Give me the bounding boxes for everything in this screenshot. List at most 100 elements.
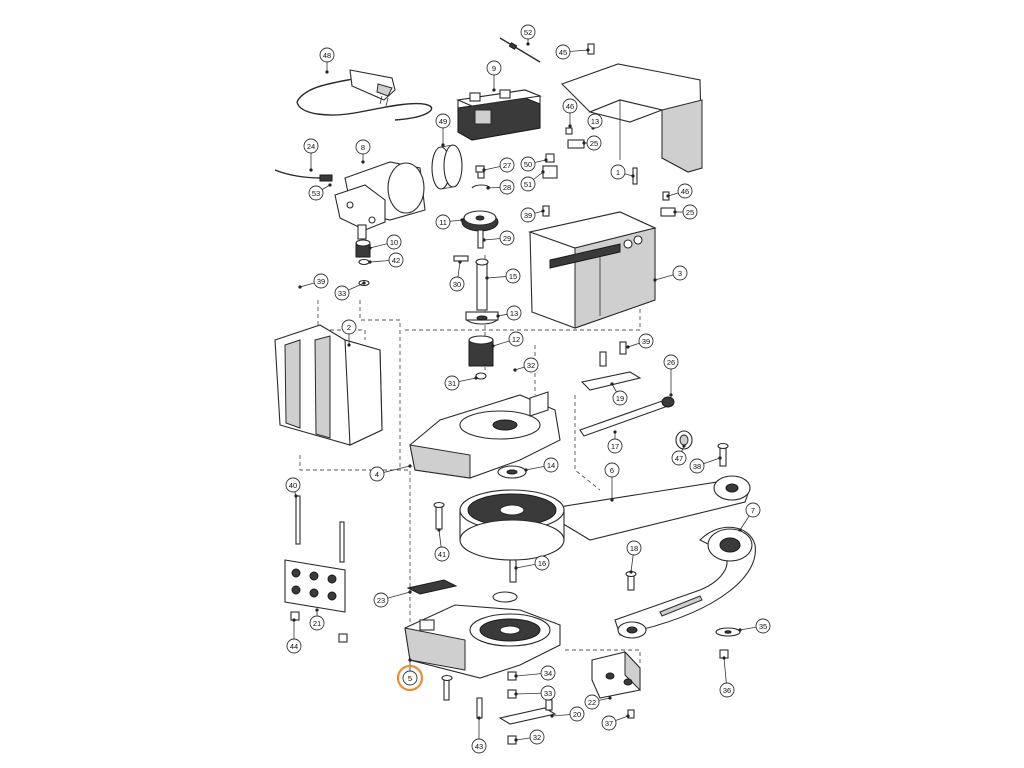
callout-label-20: 20 <box>573 710 581 719</box>
callout-circle <box>520 24 536 40</box>
callout-label-35: 35 <box>759 622 767 631</box>
mounting-plate-part <box>284 495 348 643</box>
callout-anchor-dot <box>458 260 462 264</box>
callout-anchor-dot <box>477 716 481 720</box>
callout-anchor-dot <box>294 494 298 498</box>
callout-circle <box>671 450 687 466</box>
bearing-part <box>497 465 527 479</box>
callout-circle <box>471 738 487 754</box>
callout-anchor-dot <box>718 456 722 460</box>
callout-anchor-dot <box>514 674 518 678</box>
callout-label-14: 14 <box>547 461 555 470</box>
callout-anchor-dot <box>408 464 412 468</box>
callout-label-4: 4 <box>375 470 379 479</box>
callout-circle <box>638 333 654 349</box>
callout-circle <box>523 357 539 373</box>
callout-circle <box>540 685 556 701</box>
callout-anchor-dot <box>474 376 478 380</box>
motor-part <box>274 161 426 240</box>
cable-tie-part <box>499 37 541 63</box>
power-cable-part <box>296 69 433 121</box>
callout-anchor-dot <box>486 186 490 190</box>
callout-label-39: 39 <box>642 337 650 346</box>
callout-label-6: 6 <box>610 466 614 475</box>
callout-anchor-dot <box>526 42 530 46</box>
callout-circle <box>607 438 623 454</box>
callout-circle <box>505 268 521 284</box>
callout-circle <box>587 113 603 129</box>
callout-label-13: 13 <box>510 309 518 318</box>
callout-anchor-dot <box>669 393 673 397</box>
callout-label-27: 27 <box>503 161 511 170</box>
callout-label-8: 8 <box>361 143 365 152</box>
callout-circle <box>755 618 771 634</box>
callout-label-28: 28 <box>503 183 511 192</box>
callout-circle <box>520 176 536 192</box>
callout-anchor-dot <box>482 168 486 172</box>
callout-label-15: 15 <box>509 272 517 281</box>
callout-anchor-dot <box>722 656 726 660</box>
callout-anchor-dot <box>610 498 614 502</box>
axle-bits-part <box>579 341 729 467</box>
callout-label-32: 32 <box>527 361 535 370</box>
callout-label-16: 16 <box>538 559 546 568</box>
callout-circle <box>444 375 460 391</box>
lower-fasteners-part <box>406 501 518 603</box>
callout-anchor-dot <box>586 48 590 52</box>
callout-label-19: 19 <box>616 394 624 403</box>
pinion-gear-part <box>355 239 371 287</box>
callout-circle <box>355 139 371 155</box>
callout-label-43: 43 <box>475 742 483 751</box>
callout-label-31: 31 <box>448 379 456 388</box>
callout-label-46: 46 <box>681 187 689 196</box>
callout-anchor-dot <box>582 141 586 145</box>
drum-arm-part <box>459 475 751 561</box>
callout-circle <box>601 715 617 731</box>
callout-circle <box>506 305 522 321</box>
callout-anchor-dot <box>315 608 319 612</box>
callout-circle <box>486 60 502 76</box>
callout-label-11: 11 <box>439 218 447 227</box>
callout-label-40: 40 <box>289 481 297 490</box>
callout-anchor-dot <box>626 345 630 349</box>
callout-label-51: 51 <box>524 180 532 189</box>
callout-circle <box>610 164 626 180</box>
callout-circle <box>586 135 602 151</box>
callout-label-10: 10 <box>390 238 398 247</box>
callout-anchor-dot <box>408 658 412 662</box>
battery-part <box>456 89 543 141</box>
callout-circle <box>386 234 402 250</box>
callout-circle <box>402 670 418 686</box>
small-fasteners-top <box>475 43 676 217</box>
callout-label-47: 47 <box>675 454 683 463</box>
callout-label-53: 53 <box>312 189 320 198</box>
callout-anchor-dot <box>514 566 518 570</box>
callout-circle <box>434 546 450 562</box>
callout-anchor-dot <box>328 183 332 187</box>
callout-label-37: 37 <box>605 719 613 728</box>
callout-label-17: 17 <box>611 442 619 451</box>
callout-anchor-dot <box>738 528 742 532</box>
callout-anchor-dot <box>362 281 366 285</box>
callout-anchor-dot <box>347 343 351 347</box>
pin-and-washer-part <box>625 570 741 659</box>
callout-anchor-dot <box>514 738 518 742</box>
callout-anchor-dot <box>631 174 635 178</box>
callout-circle <box>672 265 688 281</box>
callout-label-39: 39 <box>524 211 532 220</box>
callout-anchor-dot <box>292 618 296 622</box>
callout-label-33: 33 <box>338 289 346 298</box>
callout-label-24: 24 <box>307 142 315 151</box>
callout-circle <box>499 157 515 173</box>
callout-label-7: 7 <box>751 506 755 515</box>
callout-anchor-dot <box>608 696 612 700</box>
callout-label-30: 30 <box>453 280 461 289</box>
callout-label-46: 46 <box>566 102 574 111</box>
callout-circle <box>435 214 451 230</box>
callout-circle <box>369 466 385 482</box>
callout-anchor-dot <box>482 238 486 242</box>
callout-circle <box>319 47 335 63</box>
callout-label-36: 36 <box>723 686 731 695</box>
callout-circle <box>373 592 389 608</box>
callout-circle <box>388 252 404 268</box>
